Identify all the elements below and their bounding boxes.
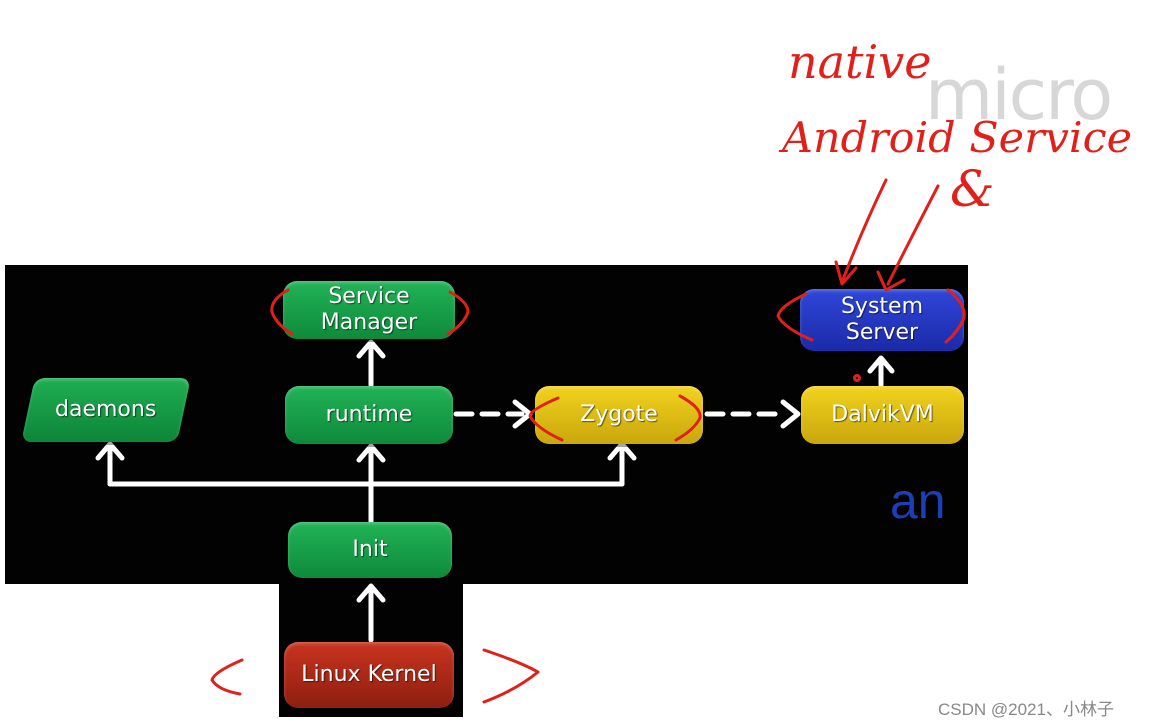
daemons-node: daemons [21,378,191,442]
runtime-label: runtime [325,402,413,427]
logo-watermark: an [890,473,946,529]
arrowhead-init [356,583,386,603]
linux-kernel-label: Linux Kernel [301,662,437,687]
daemons-label: daemons [55,397,157,422]
linux-kernel-node: Linux Kernel [284,642,454,708]
arrowhead-runtime [356,443,386,463]
arrowhead-service-manager [356,339,386,359]
init-node: Init [288,522,452,578]
zygote-node: Zygote [535,386,703,444]
dalvik-vm-label: DalvikVM [831,402,934,427]
system-server-node: System Server [800,289,964,351]
service-manager-label: Service Manager [320,284,418,335]
service-manager-node: Service Manager [283,281,455,339]
credit-text: CSDN @2021、小林子 [938,700,1114,719]
arrowhead-dalvik-dashed [780,399,801,429]
arrowhead-daemons [95,441,125,461]
zygote-label: Zygote [580,402,658,427]
dalvik-vm-node: DalvikVM [801,386,964,444]
arrowhead-system-server [867,355,895,374]
init-label: Init [352,537,388,562]
arrowhead-zygote [607,441,637,461]
system-server-label: System Server [840,294,924,345]
runtime-node: runtime [285,386,453,444]
watermark-text: micro [925,54,1113,136]
